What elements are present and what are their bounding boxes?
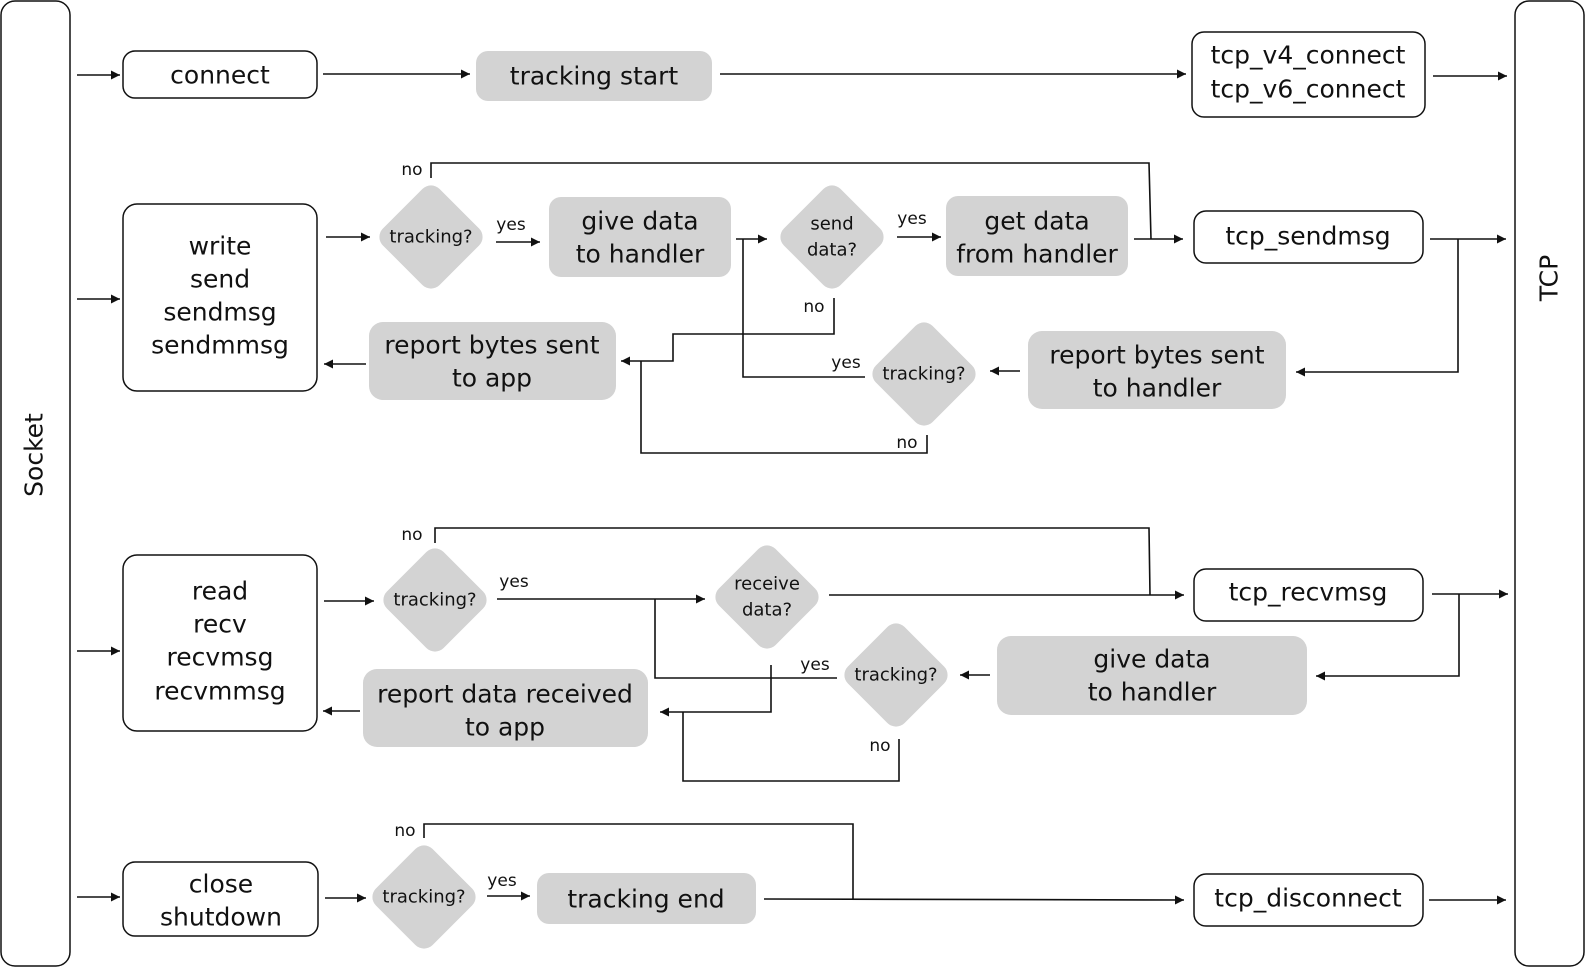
tracking-end-node: tracking end — [537, 873, 756, 924]
tcp-sendmsg-text: tcp_sendmsg — [1225, 222, 1390, 251]
get-data-line2: from handler — [956, 240, 1118, 269]
report-app-line1: report bytes sent — [384, 331, 599, 360]
edge-label-yes: yes — [496, 215, 526, 235]
syscall-write: write — [189, 232, 252, 261]
report-received-line1: report data received — [377, 680, 633, 709]
socket-bar: Socket — [0, 0, 71, 967]
tracking-question-text: tracking? — [854, 665, 937, 686]
receive-data-line2: data? — [742, 600, 792, 621]
syscall-sendmsg: sendmsg — [163, 298, 276, 327]
tracking-end-text: tracking end — [567, 885, 724, 914]
recv-row-edges — [77, 527, 1508, 782]
tracking-question-text: tracking? — [882, 364, 965, 385]
recv-tracking-decision-1: tracking? — [383, 548, 487, 652]
receive-data-decision: receive data? — [715, 545, 819, 649]
syscall-shutdown: shutdown — [160, 903, 282, 932]
tcp-disconnect-text: tcp_disconnect — [1214, 884, 1402, 913]
edge-label-no: no — [896, 433, 917, 453]
give-data-line2: to handler — [1088, 678, 1217, 707]
edge-label-no: no — [401, 525, 422, 545]
tcp-v6-connect-text: tcp_v6_connect — [1211, 75, 1406, 104]
report-handler-line1: report bytes sent — [1049, 341, 1264, 370]
syscall-send: send — [190, 265, 250, 294]
send-tracking-decision-1: tracking? — [379, 185, 483, 289]
edge-labels: no yes yes no yes no no yes yes no no ye… — [394, 160, 926, 891]
tcp-connect-node: tcp_v4_connect tcp_v6_connect — [1191, 31, 1426, 118]
socket-label: Socket — [20, 413, 49, 497]
send-data-line1: send — [810, 214, 853, 235]
edge-label-yes: yes — [499, 572, 529, 592]
close-tracking-decision: tracking? — [372, 845, 476, 949]
send-give-data-node: give data to handler — [549, 197, 731, 277]
syscall-sendmmsg: sendmmsg — [151, 331, 289, 360]
syscall-read: read — [192, 577, 248, 606]
report-bytes-app-node: report bytes sent to app — [369, 322, 616, 400]
tcp-recvmsg-text: tcp_recvmsg — [1229, 578, 1388, 607]
get-data-line1: get data — [984, 207, 1089, 236]
tracking-question-text: tracking? — [382, 887, 465, 908]
report-data-received-node: report data received to app — [363, 669, 648, 747]
edge-label-yes: yes — [897, 209, 927, 229]
recv-tracking-decision-2: tracking? — [844, 623, 948, 727]
tcp-label: TCP — [1535, 255, 1564, 302]
give-data-line1: give data — [1093, 645, 1210, 674]
tracking-question-text: tracking? — [393, 590, 476, 611]
edge-label-no: no — [401, 160, 422, 180]
report-app-line2: to app — [452, 364, 532, 393]
send-row-edges — [77, 162, 1506, 454]
report-bytes-handler-node: report bytes sent to handler — [1028, 331, 1286, 409]
edge-label-no: no — [394, 821, 415, 841]
syscall-recvmsg: recvmsg — [167, 643, 274, 672]
receive-data-line1: receive — [734, 574, 800, 595]
syscall-close: close — [189, 870, 253, 899]
tracking-start-text: tracking start — [510, 62, 679, 91]
edge-label-yes: yes — [487, 871, 517, 891]
recv-syscalls-node: read recv recvmsg recvmmsg — [122, 554, 318, 732]
syscall-recvmmsg: recvmmsg — [154, 677, 285, 706]
connect-row-edges — [77, 69, 1507, 81]
send-tracking-decision-2: tracking? — [872, 322, 976, 426]
recv-give-data-node: give data to handler — [997, 636, 1307, 715]
send-data-decision: send data? — [780, 185, 884, 289]
tracking-start-node: tracking start — [476, 51, 712, 101]
edge-label-yes: yes — [831, 353, 861, 373]
connect-text: connect — [170, 61, 270, 90]
edge-label-yes: yes — [800, 655, 830, 675]
close-syscalls-node: close shutdown — [122, 861, 319, 937]
tcp-v4-connect-text: tcp_v4_connect — [1211, 41, 1406, 70]
close-row-edges — [77, 823, 1506, 905]
connect-node: connect — [122, 50, 318, 99]
tcp-disconnect-node: tcp_disconnect — [1193, 873, 1424, 927]
edge-label-no: no — [869, 736, 890, 756]
send-data-line2: data? — [807, 240, 857, 261]
get-data-node: get data from handler — [946, 196, 1128, 276]
tcp-bar: TCP — [1514, 0, 1585, 967]
syscall-recv: recv — [193, 610, 247, 639]
report-handler-line2: to handler — [1093, 374, 1222, 403]
give-data-line1: give data — [581, 207, 698, 236]
tcp-sendmsg-node: tcp_sendmsg — [1193, 210, 1424, 264]
give-data-line2: to handler — [576, 240, 705, 269]
report-received-line2: to app — [465, 713, 545, 742]
tcp-recvmsg-node: tcp_recvmsg — [1193, 568, 1424, 622]
tracking-question-text: tracking? — [389, 227, 472, 248]
send-syscalls-node: write send sendmsg sendmmsg — [122, 203, 318, 392]
edge-label-no: no — [803, 297, 824, 317]
